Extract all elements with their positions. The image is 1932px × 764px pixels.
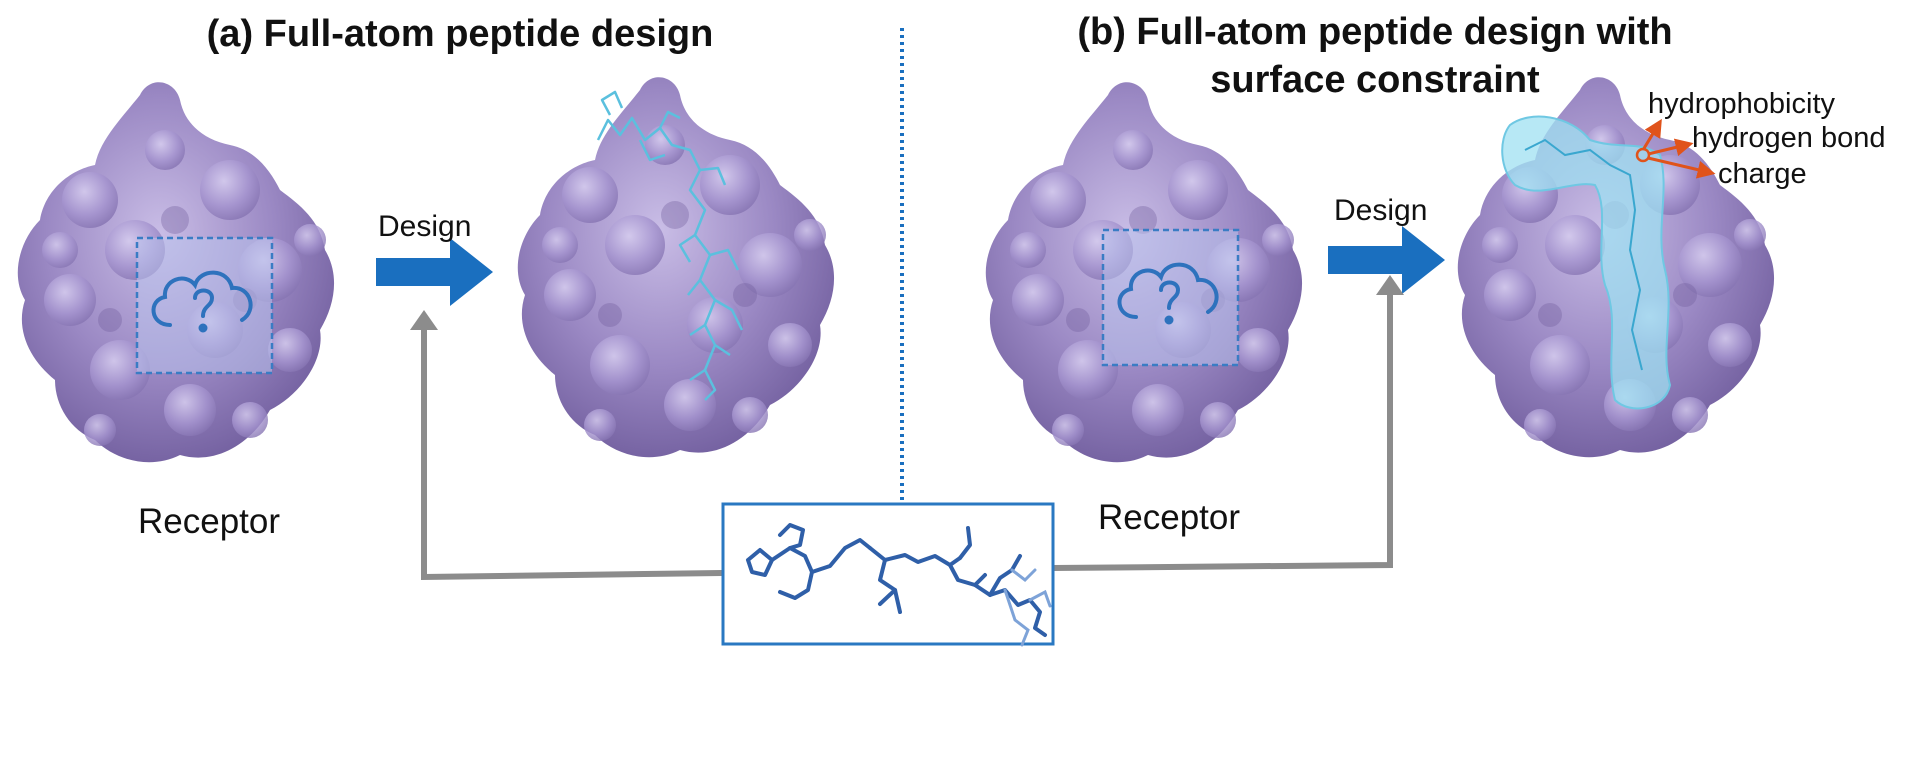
- annotation-charge: charge: [1718, 158, 1807, 190]
- cloud-question-icon-b: [1117, 262, 1219, 325]
- peptide-input-box: [721, 502, 1055, 647]
- panel-b-title-line1: (b) Full-atom peptide design with: [1077, 11, 1673, 53]
- receptor-label-a: Receptor: [138, 502, 281, 541]
- peptide-structure-light: [1003, 568, 1052, 647]
- surface-constrained-peptide: [1501, 115, 1672, 410]
- binding-pocket-b: [1101, 228, 1240, 367]
- design-arrow-a: [376, 238, 493, 306]
- property-annotation-arrows: [1635, 118, 1716, 179]
- receptor-label-b: Receptor: [1098, 498, 1241, 537]
- panel-a-title: (a) Full-atom peptide design: [206, 13, 714, 55]
- annotation-hydrogen-bond: hydrogen bond: [1692, 122, 1886, 154]
- cloud-question-icon: [151, 270, 253, 333]
- receptor-a-designed: [517, 77, 835, 458]
- design-arrow-b: [1328, 226, 1445, 294]
- designed-peptide-a: [596, 90, 744, 401]
- peptide-connector-a: [410, 310, 723, 581]
- peptide-structure: [746, 523, 1047, 637]
- annotation-hydrophobicity: hydrophobicity: [1648, 88, 1835, 120]
- design-label-b: Design: [1334, 194, 1428, 227]
- peptide-connector-b: [1052, 275, 1404, 571]
- binding-pocket-a: [135, 236, 274, 375]
- design-label-a: Design: [378, 210, 472, 243]
- panel-b-title-line2: surface constraint: [1210, 59, 1540, 101]
